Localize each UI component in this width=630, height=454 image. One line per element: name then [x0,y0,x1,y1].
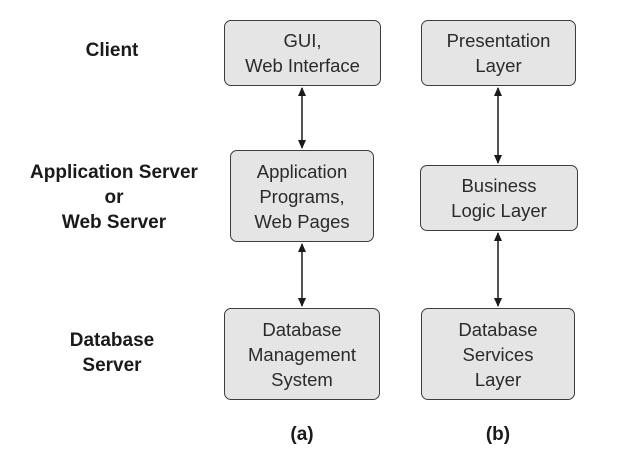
box-text-line: Database [262,318,342,340]
box-text-line: GUI, [283,30,322,51]
box-text-line: Services [462,343,534,365]
box-text-line: Programs, [259,185,345,207]
box-text-line: Business [461,175,537,196]
box-text-line: Database [458,318,538,340]
box-text-line: Logic Layer [451,200,547,221]
box-text-line: Layer [475,55,522,76]
box-text-line: Web Interface [245,55,360,76]
caption-a: (a) [290,424,314,445]
box-database-management-system: Database Management System [224,308,380,400]
box-application-programs: Application Programs, Web Pages [230,150,374,242]
tier-label-app-server: Application Server or Web Server [14,160,214,235]
tier-label-db-server-line-1: Database [69,330,155,351]
tier-label-app-server-line-2: or [104,187,124,208]
box-gui-web-interface: GUI, Web Interface [224,20,381,86]
tier-label-db-server: Database Server [52,328,172,378]
box-text-line: Presentation [446,30,551,51]
tier-label-app-server-line-3: Web Server [61,212,167,233]
box-text-line: System [271,368,333,390]
box-presentation-layer: Presentation Layer [421,20,576,86]
tier-label-client: Client [62,38,162,63]
box-text-line: Application [256,160,348,182]
caption-b: (b) [485,424,511,445]
box-business-logic-layer: Business Logic Layer [420,165,578,231]
box-text-line: Layer [474,368,522,390]
tier-label-client-line: Client [85,40,139,61]
tier-label-db-server-line-2: Server [82,355,142,376]
tier-label-app-server-line-1: Application Server [30,162,198,183]
box-database-services-layer: Database Services Layer [421,308,575,400]
box-text-line: Web Pages [254,210,350,232]
box-text-line: Management [248,343,356,365]
